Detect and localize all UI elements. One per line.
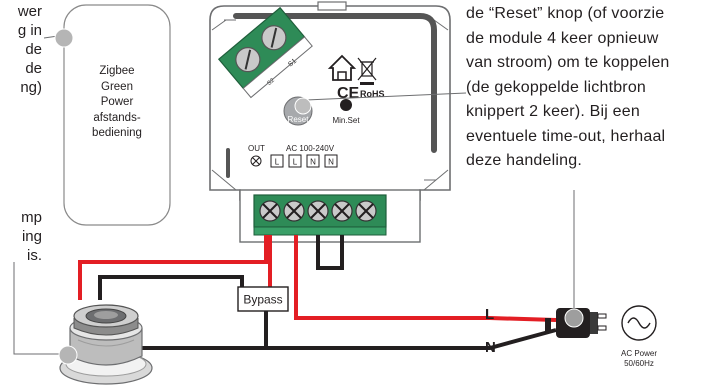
s1-label: S1 xyxy=(287,58,298,69)
min-set-button[interactable] xyxy=(340,99,352,111)
callout-line-lamp xyxy=(13,262,64,355)
callout-marker-lamp xyxy=(58,345,78,365)
red-wire-to-plug xyxy=(294,235,557,322)
downlight-lamp xyxy=(59,304,153,385)
terminal-label-3: N xyxy=(310,158,316,167)
callout-marker-remote xyxy=(54,28,74,48)
ac-range-label: AC 100-240V xyxy=(286,144,335,153)
min-set-label: Min.Set xyxy=(332,116,360,125)
indoor-use-icon xyxy=(327,54,357,81)
ac-power-icon xyxy=(621,305,657,341)
out-label: OUT xyxy=(248,144,265,153)
neutral-bridge-wire xyxy=(316,235,344,270)
callout-line-reset xyxy=(305,92,467,101)
left-instruction-bottom: mp ing is. xyxy=(21,209,42,264)
black-wire-lamp xyxy=(98,275,244,300)
s2-label: S2 xyxy=(266,77,276,87)
terminal-label-1: L xyxy=(275,158,280,167)
rohs-mark: RoHS xyxy=(360,89,385,99)
red-wire-to-lamp xyxy=(78,235,268,300)
terminal-label-2: L xyxy=(293,158,298,167)
bypass-module xyxy=(237,286,289,312)
ac-power-label: AC Power xyxy=(621,349,657,358)
left-instruction-top: wer g in de de ng) xyxy=(17,3,42,96)
neutral-label: N xyxy=(485,339,496,356)
terminal-label-4: N xyxy=(328,158,334,167)
live-label: L xyxy=(485,306,494,323)
remote-control-body xyxy=(63,4,171,226)
bypass-label: Bypass xyxy=(243,293,282,307)
out-terminal-symbol xyxy=(250,155,262,167)
main-terminal-block xyxy=(253,194,387,236)
right-instruction-text: de “Reset” knop (of voorzie de module 4 … xyxy=(466,5,670,169)
ac-frequency-label: 50/60Hz xyxy=(624,359,654,368)
terminal-label-boxes xyxy=(270,154,338,168)
remote-control-label: Zigbee Green Power afstands- bediening xyxy=(92,65,142,139)
reset-label: Reset xyxy=(288,115,310,124)
weee-bin-icon xyxy=(357,57,377,85)
callout-marker-plug xyxy=(564,308,584,328)
switch-input-terminal xyxy=(217,6,313,99)
callout-marker-reset xyxy=(294,97,312,115)
